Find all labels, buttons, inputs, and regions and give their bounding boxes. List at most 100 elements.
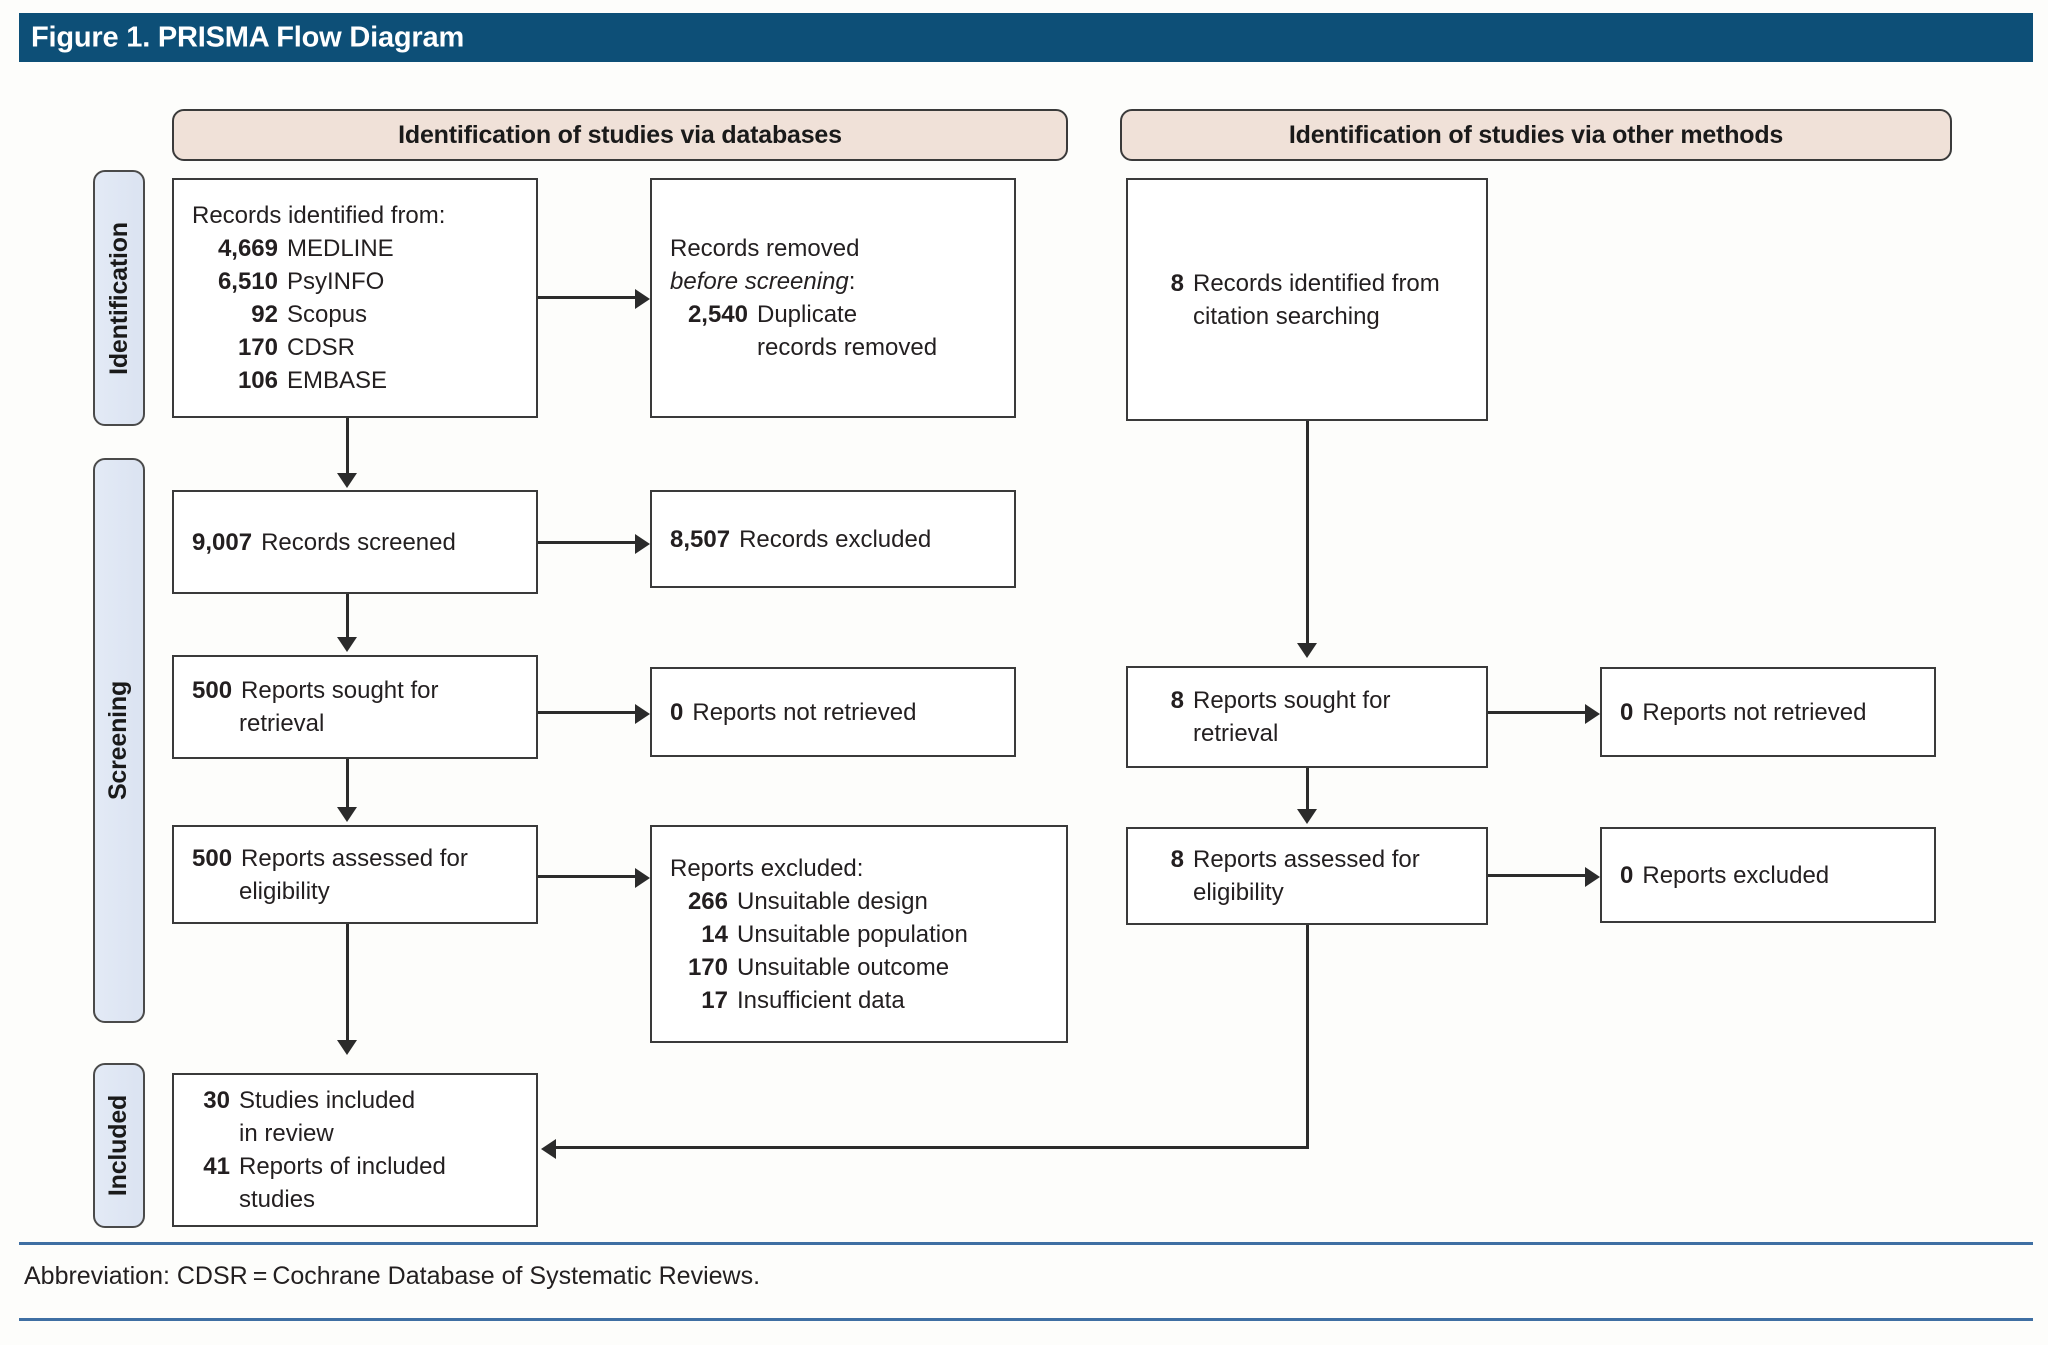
duplicate-records-label-line1: Duplicate	[757, 301, 858, 328]
exclusion-label-unsuitable-design: Unsuitable design	[737, 887, 928, 915]
source-count-psyinfo: 6,510	[217, 268, 278, 295]
exclusion-count-unsuitable-outcome: 170	[687, 953, 728, 981]
stage-label-identification: Identification	[104, 221, 133, 375]
arrowhead-screened-to-reports-sought	[337, 637, 357, 652]
reports-excluded-heading: Reports excluded:	[670, 854, 864, 882]
reports-assessed-row: 500 Reports assessed for	[192, 842, 518, 875]
arrowhead-identified-to-screened	[337, 473, 357, 488]
exclusion-row-insufficient-data: 17 Insufficient data	[670, 984, 1048, 1017]
connector-sought-to-not-retrieved	[538, 711, 635, 714]
other-reports-excluded-label: Reports excluded	[1642, 861, 1830, 889]
connector-sought-to-assessed	[346, 759, 349, 807]
other-reports-sought-label-line2: retrieval	[1193, 720, 1279, 747]
arrowhead-sought-to-not-retrieved	[635, 704, 650, 724]
arrowhead-other-assessed-to-included	[541, 1139, 556, 1159]
box-other-reports-assessed-for-eligibility: 8 Reports assessed for eligibility	[1126, 827, 1488, 925]
reports-sought-row: 500 Reports sought for	[192, 674, 518, 707]
reports-assessed-label-line2: eligibility	[239, 877, 330, 905]
exclusion-label-unsuitable-outcome: Unsuitable outcome	[737, 953, 950, 981]
reports-not-retrieved-row: 0 Reports not retrieved	[670, 696, 996, 729]
box-reports-not-retrieved: 0 Reports not retrieved	[650, 667, 1016, 757]
citation-records-label-line1: Records identified from	[1193, 269, 1440, 297]
other-reports-assessed-label-line1: Reports assessed for	[1193, 846, 1420, 873]
studies-included-row: 30 Studies included	[192, 1084, 518, 1117]
other-reports-not-retrieved-row: 0 Reports not retrieved	[1620, 696, 1916, 729]
header-databases-label: Identification of studies via databases	[398, 120, 842, 149]
other-reports-assessed-row: 8 Reports assessed for	[1146, 843, 1468, 876]
arrowhead-citation-to-other-sought	[1297, 643, 1317, 658]
arrowhead-assessed-to-included	[337, 1040, 357, 1055]
stage-tab-screening: Screening	[93, 458, 145, 1023]
other-reports-sought-count: 8	[1170, 687, 1184, 714]
reports-assessed-label-line1: Reports assessed for	[241, 844, 468, 872]
reports-sought-label-line1: Reports sought for	[241, 677, 439, 704]
arrowhead-sought-to-assessed	[337, 807, 357, 822]
box-other-reports-sought-for-retrieval: 8 Reports sought for retrieval	[1126, 666, 1488, 768]
other-reports-not-retrieved-count: 0	[1620, 698, 1634, 726]
reports-sought-label-line2: retrieval	[239, 710, 325, 737]
box-records-identified-from: Records identified from: 4,669 MEDLINE 6…	[172, 178, 538, 418]
connector-other-assessed-to-excluded	[1488, 874, 1585, 877]
stage-tab-included: Included	[93, 1063, 145, 1228]
header-identification-via-databases: Identification of studies via databases	[172, 109, 1068, 161]
stage-label-included: Included	[104, 1094, 133, 1197]
other-reports-assessed-count: 8	[1170, 846, 1184, 873]
records-screened-row: 9,007 Records screened	[192, 526, 518, 559]
footnote-rule-top	[19, 1242, 2033, 1245]
exclusion-count-insufficient-data: 17	[701, 986, 728, 1014]
box-records-excluded: 8,507 Records excluded	[650, 490, 1016, 588]
other-reports-sought-row: 8 Reports sought for	[1146, 684, 1468, 717]
connector-other-assessed-down	[1306, 925, 1309, 1149]
source-row-psyinfo: 6,510 PsyINFO	[192, 265, 518, 298]
exclusion-row-unsuitable-outcome: 170 Unsuitable outcome	[670, 951, 1048, 984]
connector-screened-to-reports-sought	[346, 594, 349, 637]
connector-citation-to-other-sought	[1306, 421, 1309, 643]
exclusion-label-insufficient-data: Insufficient data	[737, 986, 905, 1014]
reports-assessed-count: 500	[192, 844, 233, 872]
source-label-medline: MEDLINE	[287, 235, 394, 262]
other-reports-excluded-row: 0 Reports excluded	[1620, 859, 1916, 892]
source-row-embase: 106 EMBASE	[192, 364, 518, 397]
connector-assessed-to-included	[346, 924, 349, 1040]
header-identification-via-other-methods: Identification of studies via other meth…	[1120, 109, 1952, 161]
connector-identified-to-screened	[346, 418, 349, 473]
connector-identified-to-removed	[538, 296, 635, 299]
duplicate-records-count: 2,540	[687, 301, 748, 328]
source-label-embase: EMBASE	[287, 367, 388, 394]
exclusion-row-unsuitable-population: 14 Unsuitable population	[670, 918, 1048, 951]
records-identified-heading: Records identified from:	[192, 202, 446, 229]
other-reports-not-retrieved-label: Reports not retrieved	[1642, 698, 1867, 726]
source-count-cdsr: 170	[237, 334, 278, 361]
records-screened-label: Records screened	[261, 528, 456, 556]
reports-of-included-count: 41	[203, 1153, 230, 1180]
source-label-psyinfo: PsyINFO	[287, 268, 385, 295]
source-count-embase: 106	[237, 367, 278, 394]
box-records-removed-before-screening: Records removed before screening: 2,540 …	[650, 178, 1016, 418]
other-reports-excluded-count: 0	[1620, 861, 1634, 889]
source-row-scopus: 92 Scopus	[192, 298, 518, 331]
arrowhead-other-assessed-to-excluded	[1585, 867, 1600, 887]
stage-label-screening: Screening	[104, 680, 133, 801]
exclusion-count-unsuitable-design: 266	[687, 887, 728, 915]
connector-other-sought-to-assessed	[1306, 768, 1309, 809]
source-count-medline: 4,669	[217, 235, 278, 262]
other-reports-assessed-label-line2: eligibility	[1193, 879, 1284, 906]
exclusion-label-unsuitable-population: Unsuitable population	[737, 920, 968, 948]
duplicate-records-label-line2: records removed	[757, 334, 938, 361]
citation-records-row: 8 Records identified from	[1146, 267, 1468, 300]
source-label-scopus: Scopus	[287, 301, 368, 328]
connector-assessed-to-excluded	[538, 875, 635, 878]
header-other-methods-label: Identification of studies via other meth…	[1288, 120, 1784, 149]
exclusion-row-unsuitable-design: 266 Unsuitable design	[670, 885, 1048, 918]
citation-records-count: 8	[1170, 269, 1184, 297]
stage-tab-identification: Identification	[93, 170, 145, 426]
box-reports-excluded-with-reasons: Reports excluded: 266 Unsuitable design …	[650, 825, 1068, 1043]
records-removed-italic: before screening	[670, 268, 849, 295]
reports-of-included-label-line1: Reports of included	[239, 1153, 446, 1180]
studies-included-label-line2: in review	[239, 1120, 334, 1147]
box-other-reports-excluded: 0 Reports excluded	[1600, 827, 1936, 923]
box-records-identified-citation-searching: 8 Records identified from citation searc…	[1126, 178, 1488, 421]
reports-of-included-row: 41 Reports of included	[192, 1150, 518, 1183]
arrowhead-assessed-to-excluded	[635, 868, 650, 888]
